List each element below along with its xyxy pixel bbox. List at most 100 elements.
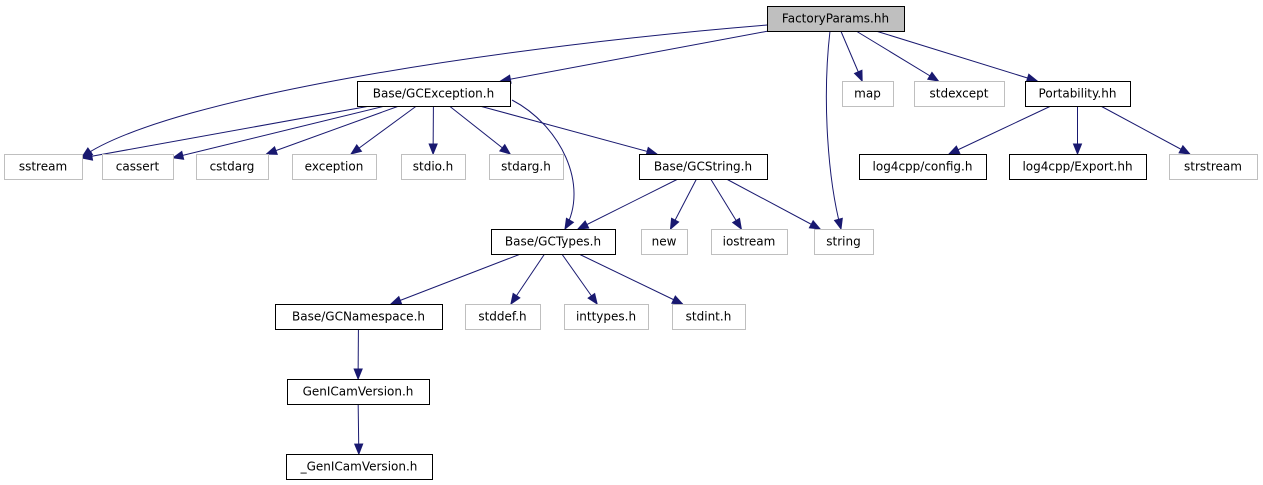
node-box	[465, 304, 541, 330]
edge-gctypes-to-inttypes	[561, 253, 598, 306]
node-exception: exception	[292, 154, 377, 180]
edge-factoryparams-to-map	[840, 30, 863, 83]
edge-factoryparams-to-gcexception	[499, 30, 769, 84]
node-label: _GenICamVersion.h	[300, 460, 418, 474]
edge-portability-to-log4config	[947, 105, 1052, 155]
edge-gcstring-to-new	[669, 178, 697, 231]
node-log4export[interactable]: log4cpp/Export.hh	[1009, 154, 1147, 180]
edge-gcstring-to-gctypes	[576, 178, 679, 230]
node-label: strstream	[1184, 160, 1242, 174]
node-stdarg: stdarg.h	[489, 154, 564, 180]
node-inttypes: inttypes.h	[564, 304, 649, 330]
node-box	[489, 154, 564, 180]
node-log4config[interactable]: log4cpp/config.h	[859, 154, 987, 180]
node-label: Portability.hh	[1039, 87, 1117, 101]
node-stdint: stdint.h	[672, 304, 746, 330]
node-box	[1025, 81, 1131, 107]
node-box	[4, 154, 83, 180]
node-box	[491, 229, 616, 255]
node-box	[401, 154, 466, 180]
edge-layer	[80, 24, 1191, 456]
node-box	[1169, 154, 1258, 180]
node-label: log4cpp/Export.hh	[1022, 160, 1132, 174]
edge-gcnamespace-to-genicamversion	[353, 328, 363, 381]
node-label: inttypes.h	[576, 310, 636, 324]
edge-portability-to-log4export	[1072, 106, 1083, 156]
edge-gcexception-to-cstdarg	[265, 105, 400, 155]
edge-gcexception-to-gctypes	[511, 99, 575, 231]
node-sstream: sstream	[4, 154, 83, 180]
node-portability[interactable]: Portability.hh	[1025, 81, 1131, 107]
node-box	[564, 304, 649, 330]
node-box	[641, 229, 688, 255]
node-new: new	[641, 229, 688, 255]
node-box	[842, 81, 894, 107]
node-label: sstream	[19, 160, 67, 174]
node-label: iostream	[723, 235, 776, 249]
node-factoryparams[interactable]: FactoryParams.hh	[767, 6, 905, 32]
edge-gcexception-to-sstream	[80, 105, 371, 161]
node-label: string	[826, 235, 860, 249]
edge-gcstring-to-iostream	[710, 178, 743, 231]
edge-factoryparams-to-string	[825, 30, 843, 231]
edge-gcexception-to-stdarg	[449, 105, 512, 155]
node-stddef: stddef.h	[465, 304, 541, 330]
node-label: stdexcept	[930, 87, 989, 101]
node-label: stddef.h	[478, 310, 526, 324]
edge-genicamversion-to-genicamversion2	[353, 403, 364, 456]
node-cstdarg: cstdarg	[196, 154, 269, 180]
node-cassert: cassert	[102, 154, 174, 180]
edge-gctypes-to-stddef	[510, 253, 545, 306]
node-box	[914, 81, 1005, 107]
edge-portability-to-strstream	[1100, 105, 1191, 155]
node-label: stdarg.h	[501, 160, 551, 174]
node-box	[102, 154, 174, 180]
node-label: Base/GCException.h	[373, 87, 494, 101]
node-label: stdint.h	[686, 310, 732, 324]
edge-gcexception-to-cassert	[171, 105, 386, 160]
edge-gctypes-to-gcnamespace	[389, 253, 521, 305]
node-label: FactoryParams.hh	[782, 12, 889, 26]
node-genicamversion[interactable]: GenICamVersion.h	[287, 379, 430, 405]
edge-gcexception-to-stdio	[428, 105, 438, 156]
node-box	[287, 379, 430, 405]
node-box	[814, 229, 874, 255]
node-label: Base/GCNamespace.h	[292, 310, 425, 324]
node-string: string	[814, 229, 874, 255]
node-iostream: iostream	[711, 229, 788, 255]
node-label: map	[854, 87, 881, 101]
node-box	[286, 454, 433, 480]
node-box	[357, 81, 511, 107]
node-box	[292, 154, 377, 180]
edge-factoryparams-to-portability	[875, 30, 1039, 83]
node-label: log4cpp/config.h	[873, 160, 973, 174]
node-stdexcept: stdexcept	[914, 81, 1005, 107]
node-genicamversion2[interactable]: _GenICamVersion.h	[286, 454, 433, 480]
node-label: cassert	[116, 160, 160, 174]
edge-gcexception-to-exception	[349, 105, 417, 155]
edge-gcstring-to-string	[726, 178, 822, 230]
node-gctypes[interactable]: Base/GCTypes.h	[491, 229, 616, 255]
node-gcnamespace[interactable]: Base/GCNamespace.h	[275, 304, 443, 330]
node-box	[1009, 154, 1147, 180]
node-label: Base/GCTypes.h	[505, 235, 601, 249]
node-label: Base/GCString.h	[654, 160, 752, 174]
node-gcexception[interactable]: Base/GCException.h	[357, 81, 511, 107]
edge-factoryparams-to-stdexcept	[855, 30, 940, 82]
node-label: exception	[305, 160, 364, 174]
node-box	[672, 304, 746, 330]
node-label: cstdarg	[210, 160, 255, 174]
node-strstream: strstream	[1169, 154, 1258, 180]
node-box	[275, 304, 443, 330]
node-gcstring[interactable]: Base/GCString.h	[639, 154, 768, 180]
node-label: stdio.h	[413, 160, 453, 174]
node-box	[196, 154, 269, 180]
node-box	[711, 229, 788, 255]
node-stdio: stdio.h	[401, 154, 466, 180]
edge-gctypes-to-stdint	[578, 253, 684, 305]
node-box	[767, 6, 905, 32]
node-box	[859, 154, 987, 180]
node-map: map	[842, 81, 894, 107]
